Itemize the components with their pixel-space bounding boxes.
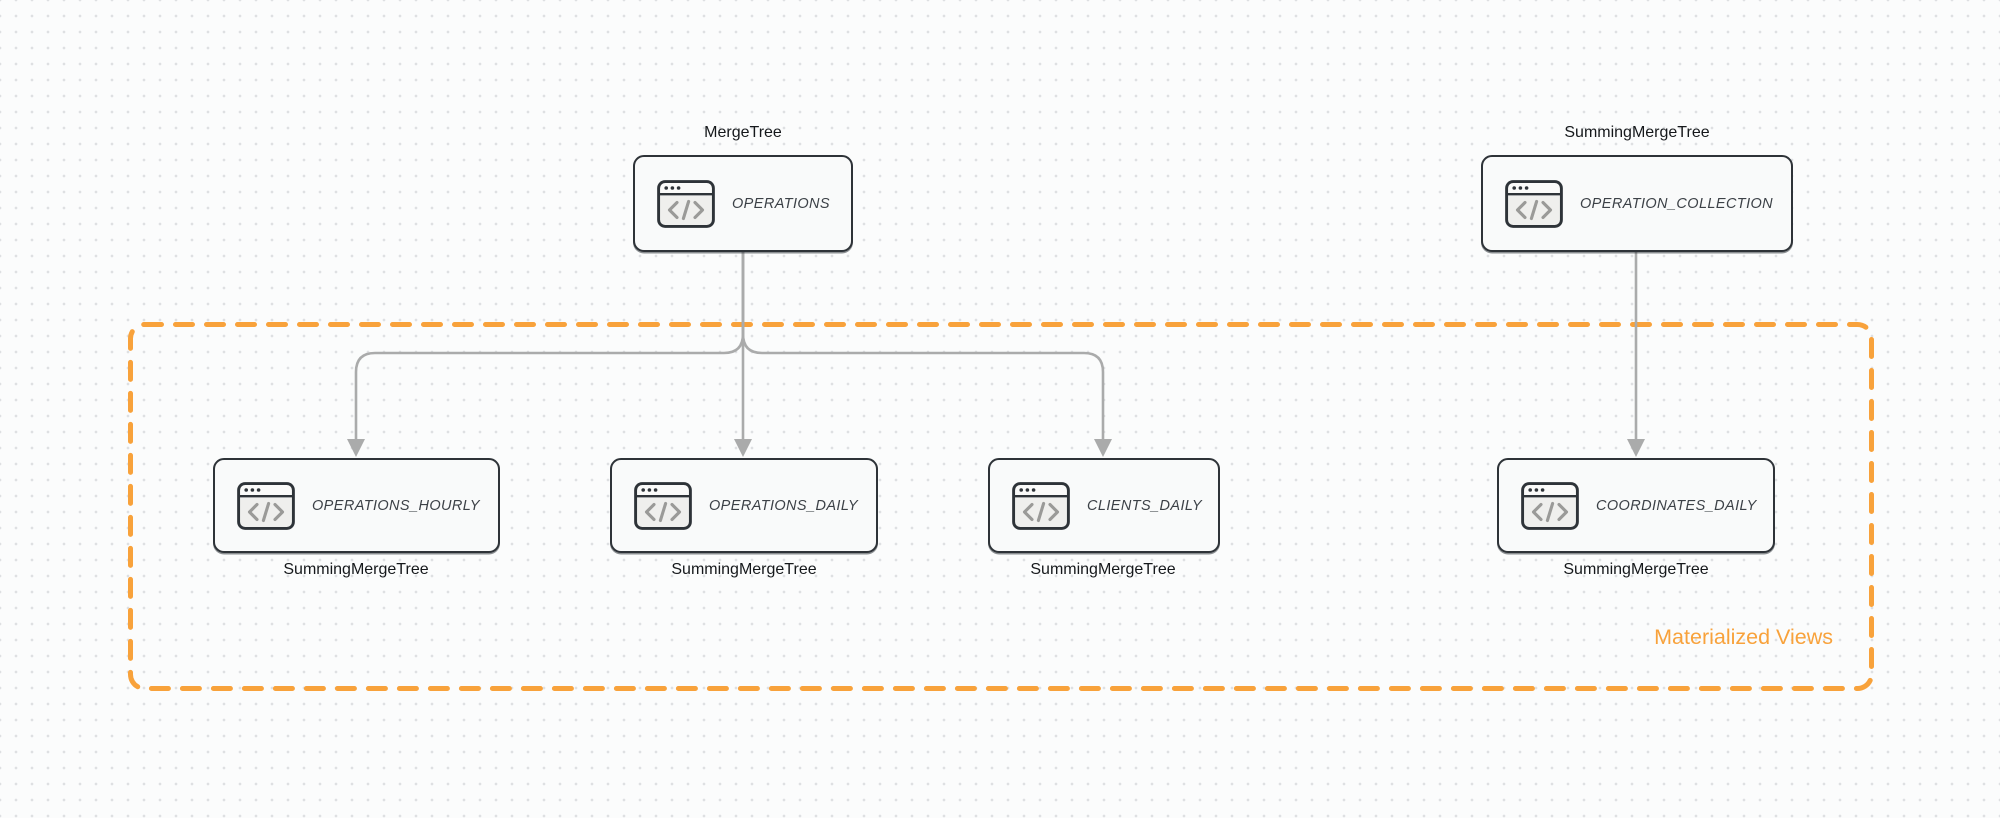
code-window-icon — [1012, 482, 1070, 530]
node-label: OPERATION_COLLECTION — [1580, 195, 1774, 212]
node-label: CLIENTS_DAILY — [1087, 497, 1203, 514]
node-clients-daily[interactable]: CLIENTS_DAILY — [988, 458, 1220, 553]
node-operations-daily[interactable]: OPERATIONS_DAILY — [610, 458, 878, 553]
node-label: OPERATIONS_DAILY — [709, 497, 859, 514]
materialized-views-label: Materialized Views — [1654, 625, 1833, 649]
edge-operations-to-operations-daily — [734, 252, 752, 457]
engine-label-clients-daily: SummingMergeTree — [1030, 561, 1176, 578]
code-window-icon — [1521, 482, 1579, 530]
edge-operations-to-clients-daily — [741, 252, 1112, 457]
node-operation-collection[interactable]: OPERATION_COLLECTION — [1481, 155, 1793, 252]
edge-operations-to-operations-hourly — [347, 252, 745, 457]
code-window-icon — [1505, 180, 1563, 228]
node-operations[interactable]: OPERATIONS — [633, 155, 853, 252]
node-coordinates-daily[interactable]: COORDINATES_DAILY — [1497, 458, 1775, 553]
code-window-icon — [657, 180, 715, 228]
engine-label-coordinates-daily: SummingMergeTree — [1563, 561, 1709, 578]
engine-label-operations: MergeTree — [704, 124, 782, 141]
node-label: OPERATIONS_HOURLY — [312, 497, 480, 514]
engine-label-operation-collection: SummingMergeTree — [1564, 124, 1710, 141]
code-window-icon — [634, 482, 692, 530]
code-window-icon — [237, 482, 295, 530]
engine-label-operations-hourly: SummingMergeTree — [283, 561, 429, 578]
node-label: COORDINATES_DAILY — [1596, 497, 1757, 514]
engine-label-operations-daily: SummingMergeTree — [671, 561, 817, 578]
edge-operation-collection-to-coordinates-daily — [1627, 252, 1645, 457]
node-operations-hourly[interactable]: OPERATIONS_HOURLY — [213, 458, 500, 553]
node-label: OPERATIONS — [732, 195, 830, 212]
